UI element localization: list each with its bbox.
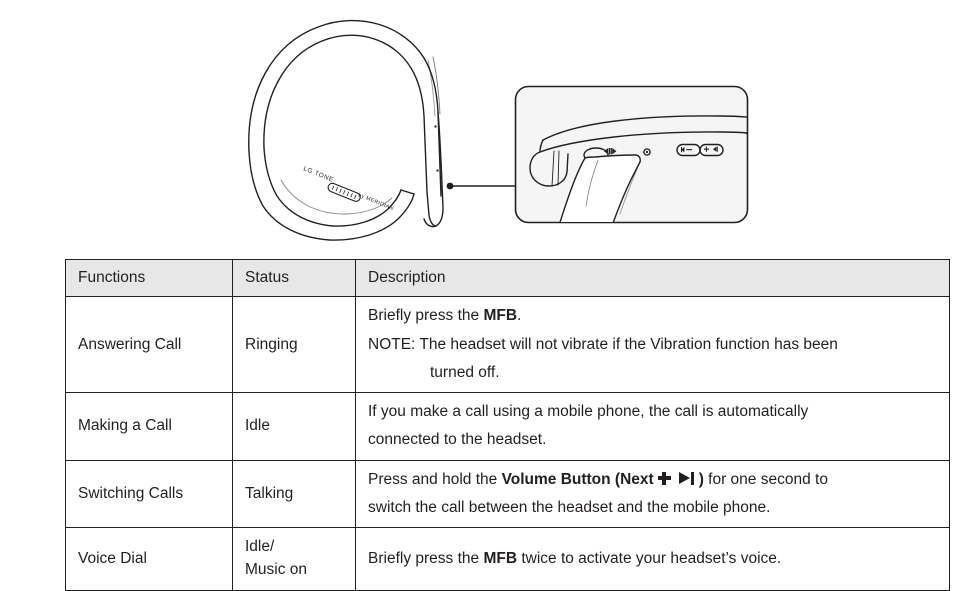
zoom-led-dot	[645, 150, 649, 154]
right-stem-highlight	[432, 56, 441, 115]
lg-tone-wordmark: LG TONE	[302, 165, 334, 183]
zoom-earbud-tip	[529, 151, 569, 187]
column-header-description: Description	[355, 258, 950, 298]
cell-function: Switching Calls	[65, 459, 233, 528]
right-stem-outer	[423, 111, 444, 228]
cell-function: Making a Call	[65, 392, 233, 461]
status-line-2: Music on	[245, 561, 308, 579]
plus-icon	[657, 471, 671, 485]
description-line: If you make a call using a mobile phone,…	[368, 403, 809, 420]
table-row: Making a Call Idle If you make a call us…	[65, 392, 950, 461]
meridian-wordmark: by MERIDIAN	[357, 192, 394, 212]
finger-shape	[547, 154, 641, 222]
callout-contents	[529, 115, 788, 252]
stem-sensor-hole	[436, 169, 439, 172]
finger-knuckle-line-2	[592, 250, 622, 252]
zoom-band-left-edge	[539, 139, 544, 153]
cell-status: Idle/ Music on	[232, 527, 356, 591]
description-note-line: NOTE: The headset will not vibrate if th…	[368, 335, 838, 353]
cell-description: Briefly press the MFB. NOTE: The headset…	[355, 296, 950, 393]
finger-crease-1	[585, 159, 599, 207]
neckband-left-tip-1	[400, 189, 415, 195]
svg-text:LG TONE: LG TONE	[302, 165, 334, 183]
zoom-band-top	[542, 115, 747, 141]
neckband-left-highlight	[280, 179, 393, 215]
stem-mic-hole	[434, 125, 437, 128]
zoom-led-indicator	[643, 148, 651, 156]
description-line: Briefly press the MFB twice to activate …	[368, 549, 782, 567]
next-volume-up-button	[699, 143, 724, 157]
description-line: Briefly press the MFB.	[368, 307, 522, 325]
zoom-band-right-end	[772, 121, 788, 153]
cell-status: Talking	[232, 459, 356, 528]
prev-track-icon	[681, 147, 692, 153]
table-row: Voice Dial Idle/ Music on Briefly press …	[65, 527, 950, 591]
mfb-marking-icon	[604, 148, 617, 155]
cell-function: Answering Call	[65, 296, 233, 393]
neckband-left-inner	[263, 147, 402, 227]
zoom-earbud-seam-1	[551, 150, 555, 187]
mfb-term: MFB	[483, 307, 518, 325]
column-header-functions: Functions	[65, 258, 233, 298]
volume-button-term-close: )	[698, 470, 704, 488]
neckband-outer-arc	[248, 19, 442, 197]
volume-button-term: Volume Button (Next	[501, 470, 654, 488]
zoom-earbud-seam-2	[557, 150, 560, 186]
cell-function: Voice Dial	[65, 527, 233, 591]
neckband-inner-arc	[263, 34, 428, 193]
next-track-icon	[678, 472, 695, 485]
functions-table: Functions Status Description Answering C…	[65, 258, 950, 591]
finger-knuckle-line	[609, 223, 631, 229]
description-line: switch the call between the headset and …	[368, 498, 771, 516]
description-note-continuation: turned off.	[430, 363, 500, 381]
callout-anchor-dot	[446, 182, 454, 190]
svg-text:by MERIDIAN: by MERIDIAN	[357, 192, 394, 212]
zoom-band-right-detail	[744, 132, 747, 147]
cell-description: Briefly press the MFB twice to activate …	[355, 527, 950, 591]
table-header-row: Functions Status Description	[65, 258, 950, 298]
status-line-1: Idle/	[245, 538, 275, 555]
cell-status: Idle	[232, 392, 356, 461]
cell-description: If you make a call using a mobile phone,…	[355, 392, 950, 461]
right-stem-inner	[426, 191, 437, 227]
description-line: connected to the headset.	[368, 431, 547, 449]
table-row: Switching Calls Talking Press and hold t…	[65, 459, 950, 528]
volume-button-group	[676, 143, 724, 157]
product-illustration: LG TONE by MERIDIAN	[0, 0, 961, 252]
headset-diagram: LG TONE by MERIDIAN	[248, 19, 788, 252]
cell-description: Press and hold the Volume Button (Next) …	[355, 459, 950, 528]
right-stem-highlight-2	[427, 59, 436, 117]
description-line: Press and hold the Volume Button (Next) …	[368, 470, 828, 488]
neckband-left-body	[248, 151, 415, 241]
finger-crease-2	[619, 161, 641, 215]
cell-status: Ringing	[232, 296, 356, 393]
table-row: Answering Call Ringing Briefly press the…	[65, 296, 950, 393]
next-track-icon-button	[704, 146, 718, 152]
grille-pill	[327, 182, 361, 202]
zoom-band-bottom	[539, 131, 747, 153]
column-header-status: Status	[232, 258, 356, 298]
mfb-term: MFB	[483, 549, 518, 567]
